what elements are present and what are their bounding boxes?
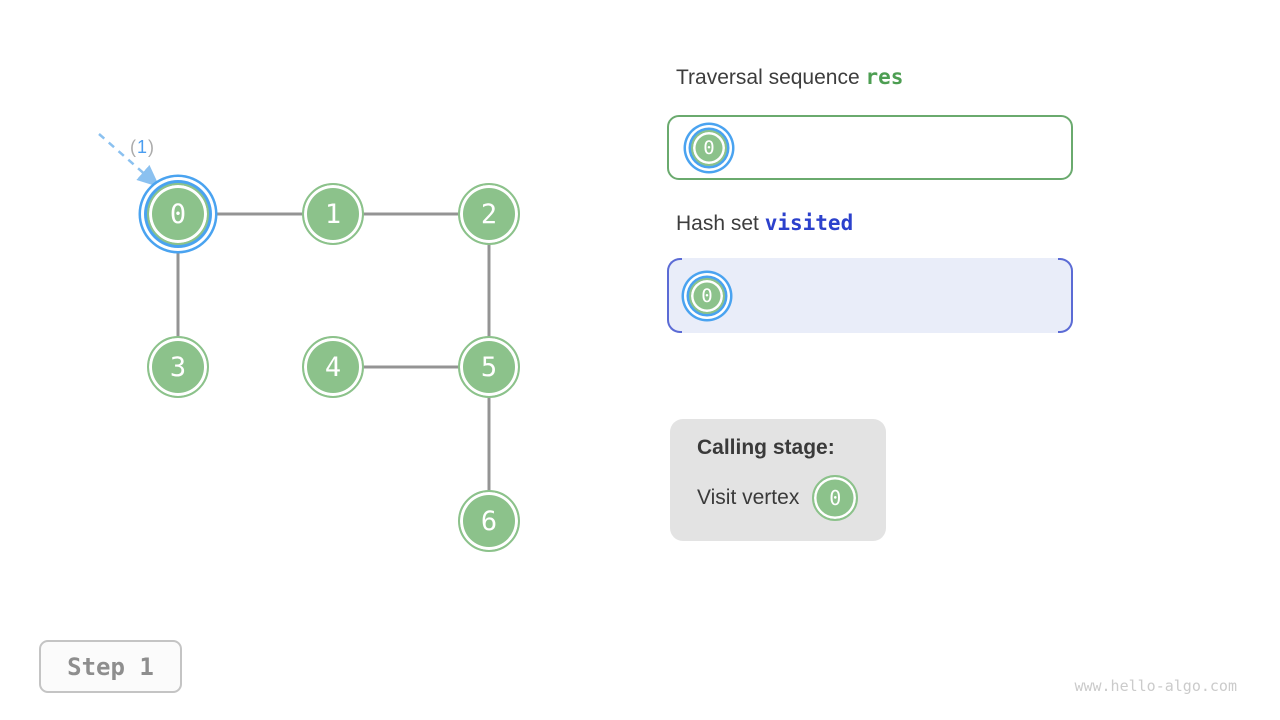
visited-item-node-0: 0 bbox=[689, 277, 725, 314]
graph-node-0-label: 0 bbox=[169, 198, 187, 230]
graph-node-1-label: 1 bbox=[324, 198, 342, 230]
hashset-bracket-left-icon bbox=[667, 258, 682, 333]
calling-action-text: Visit vertex bbox=[697, 486, 800, 509]
res-title-text: Traversal sequence bbox=[676, 66, 866, 89]
res-item-node-0-label: 0 bbox=[703, 136, 715, 159]
graph-edges-layer bbox=[98, 133, 491, 521]
arrow-step-label: (1) bbox=[130, 137, 155, 158]
graph-node-3-label: 3 bbox=[169, 351, 187, 383]
arrow-label-paren-open: ( bbox=[130, 137, 137, 157]
graph-node-5: 5 bbox=[458, 336, 520, 398]
graph-node-4: 4 bbox=[302, 336, 364, 398]
graph-node-3: 3 bbox=[147, 336, 209, 398]
visited-item-node-0-label: 0 bbox=[701, 284, 713, 307]
arrow-label-number: 1 bbox=[137, 137, 149, 157]
visited-title-code: visited bbox=[764, 211, 854, 235]
calling-vertex-node-label: 0 bbox=[829, 486, 842, 510]
graph-node-2-label: 2 bbox=[480, 198, 498, 230]
graph-node-2: 2 bbox=[458, 183, 520, 245]
res-title-code: res bbox=[865, 65, 904, 89]
hash-set-box: 0 bbox=[667, 258, 1073, 333]
traversal-sequence-box: 0 bbox=[667, 115, 1073, 180]
watermark-text: www.hello-algo.com bbox=[1074, 677, 1237, 695]
arrow-label-paren-close: ) bbox=[148, 137, 156, 157]
graph-node-4-label: 4 bbox=[324, 351, 342, 383]
graph-node-6: 6 bbox=[458, 490, 520, 552]
calling-vertex-node: 0 bbox=[812, 475, 859, 521]
step-button-label: Step 1 bbox=[67, 652, 154, 681]
calling-stage-title: Calling stage: bbox=[697, 436, 835, 459]
visited-section-title: Hash set visited bbox=[676, 211, 853, 236]
graph-node-0: 0 bbox=[147, 183, 209, 245]
calling-stage-panel: Calling stage: Visit vertex 0 bbox=[670, 419, 886, 541]
graph-node-6-label: 6 bbox=[480, 505, 498, 537]
hashset-bracket-right-icon bbox=[1058, 258, 1073, 333]
graph-node-5-label: 5 bbox=[480, 351, 498, 383]
step-button[interactable]: Step 1 bbox=[39, 640, 182, 693]
calling-stage-row: Visit vertex 0 bbox=[697, 475, 886, 521]
res-section-title: Traversal sequence res bbox=[676, 65, 903, 90]
graph-node-1: 1 bbox=[302, 183, 364, 245]
res-item-node-0: 0 bbox=[691, 129, 727, 166]
visited-title-text: Hash set bbox=[676, 212, 765, 235]
